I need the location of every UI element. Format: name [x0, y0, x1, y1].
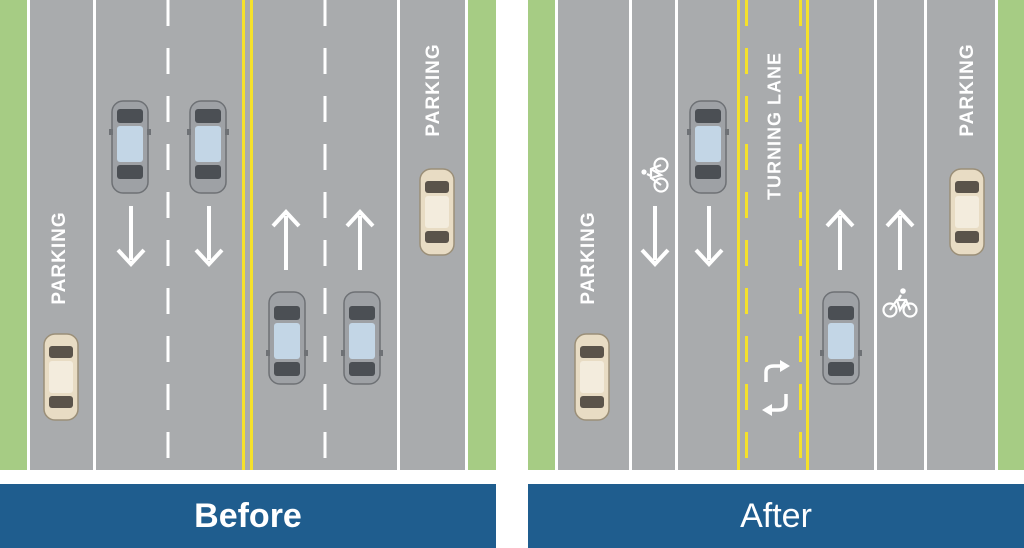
arrow-down-icon	[194, 206, 224, 267]
car-icon	[820, 291, 862, 385]
grass-strip-right	[468, 0, 496, 470]
lane-line	[924, 0, 927, 470]
two-way-turn-arrows-icon	[762, 360, 790, 416]
grass-strip-right	[998, 0, 1024, 470]
car-icon	[109, 100, 151, 194]
car-icon	[419, 168, 455, 256]
lane-line	[995, 0, 998, 470]
arrow-down-icon	[116, 206, 146, 267]
parking-label-right: PARKING	[957, 43, 978, 137]
lane-line	[675, 0, 678, 470]
lane-line	[465, 0, 468, 470]
lane-line	[27, 0, 30, 470]
arrow-up-icon	[271, 209, 301, 270]
yellow-solid-line	[737, 0, 740, 470]
car-icon	[574, 333, 610, 421]
arrow-up-icon	[345, 209, 375, 270]
before-road	[0, 0, 496, 470]
yellow-solid-line	[806, 0, 809, 470]
car-icon	[687, 100, 729, 194]
grass-strip-left	[528, 0, 555, 470]
car-icon	[266, 291, 308, 385]
car-icon	[187, 100, 229, 194]
yellow-center-line	[242, 0, 245, 470]
lane-line	[93, 0, 96, 470]
after-road	[528, 0, 1024, 470]
lane-line	[397, 0, 400, 470]
bicycle-icon	[882, 288, 918, 318]
before-caption: Before	[0, 484, 496, 548]
arrow-up-icon	[825, 209, 855, 270]
car-icon	[949, 168, 985, 256]
lane-line	[874, 0, 877, 470]
parking-label-left: PARKING	[578, 211, 599, 305]
arrow-down-icon	[694, 206, 724, 267]
bicycle-icon	[641, 157, 669, 193]
lane-line	[555, 0, 558, 470]
turning-lane-label: TURNING LANE	[764, 52, 785, 200]
yellow-center-line	[250, 0, 253, 470]
parking-label-right: PARKING	[423, 43, 444, 137]
parking-label-left: PARKING	[49, 211, 70, 305]
arrow-down-icon	[640, 206, 670, 267]
lane-line	[629, 0, 632, 470]
after-panel: PARKING PARKING TURNING LANE	[528, 0, 1024, 548]
before-panel: PARKING PARKING	[0, 0, 496, 548]
car-icon	[341, 291, 383, 385]
car-icon	[43, 333, 79, 421]
after-caption: After	[528, 484, 1024, 548]
arrow-up-icon	[885, 209, 915, 270]
grass-strip-left	[0, 0, 27, 470]
